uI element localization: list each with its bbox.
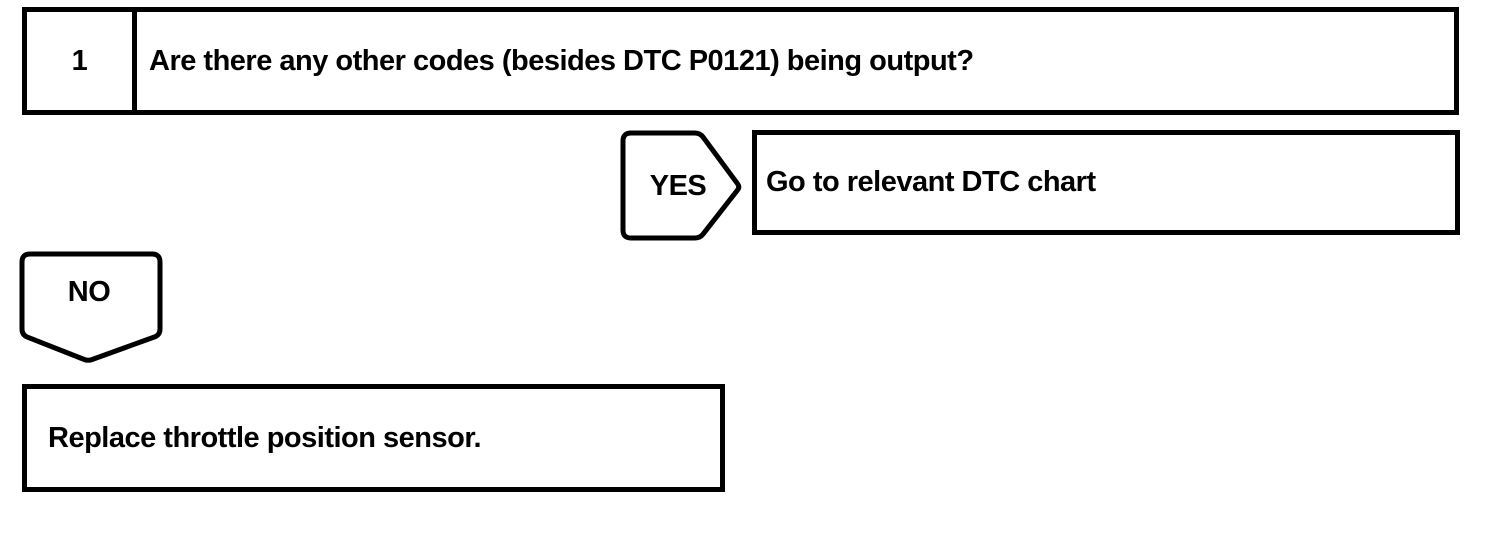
step-question-box: 1 Are there any other codes (besides DTC… <box>22 7 1459 115</box>
step-question-text: Are there any other codes (besides DTC P… <box>149 44 974 77</box>
yes-action-box: Go to relevant DTC chart <box>752 130 1460 235</box>
step-number: 1 <box>27 12 137 110</box>
yes-pentagon-shape <box>620 130 742 241</box>
no-label: NO <box>67 275 111 308</box>
no-action-box: Replace throttle position sensor. <box>22 384 725 492</box>
yes-label: YES <box>649 169 707 202</box>
no-branch-pentagon <box>19 251 163 363</box>
no-pentagon-shape <box>19 251 163 363</box>
yes-branch-pentagon <box>620 130 742 241</box>
no-action-text: Replace throttle position sensor. <box>48 421 482 454</box>
yes-action-text: Go to relevant DTC chart <box>766 166 1096 198</box>
